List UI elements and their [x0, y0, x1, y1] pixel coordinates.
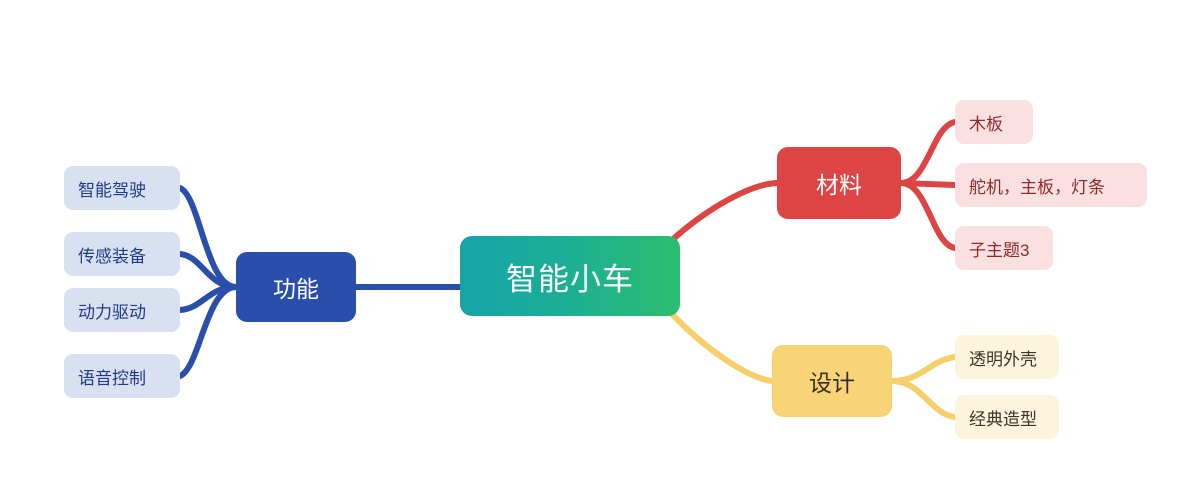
connector-function-to-child-4	[177, 284, 239, 379]
connector-material-to-child-3	[898, 180, 958, 251]
leaf-node-material-1[interactable]: 木板	[955, 100, 1033, 144]
leaf-node-function-3[interactable]: 动力驱动	[64, 288, 180, 332]
connector-root-to-material	[669, 180, 780, 243]
branch-node-function[interactable]: 功能	[236, 252, 356, 322]
connector-material-to-child-1	[898, 119, 958, 186]
connector-design-to-child-1	[889, 354, 958, 384]
connector-function-to-child-1	[177, 185, 239, 290]
leaf-node-material-2[interactable]: 舵机，主板，灯条	[955, 163, 1147, 207]
leaf-node-function-1[interactable]: 智能驾驶	[64, 166, 180, 210]
leaf-node-function-2[interactable]: 传感装备	[64, 232, 180, 276]
leaf-node-design-2[interactable]: 经典造型	[955, 395, 1059, 439]
connector-material-to-child-2	[898, 180, 958, 188]
leaf-node-function-4[interactable]: 语音控制	[64, 354, 180, 398]
connector-design-to-child-2	[889, 378, 958, 420]
branch-node-material[interactable]: 材料	[777, 147, 901, 219]
branch-node-design[interactable]: 设计	[772, 345, 892, 417]
connector-function-to-child-3	[177, 284, 239, 313]
root-node[interactable]: 智能小车	[460, 236, 680, 316]
leaf-node-design-1[interactable]: 透明外壳	[955, 335, 1059, 379]
connector-root-to-design	[667, 309, 775, 384]
leaf-node-material-3[interactable]: 子主题3	[955, 226, 1053, 270]
connector-function-to-child-2	[177, 251, 239, 290]
